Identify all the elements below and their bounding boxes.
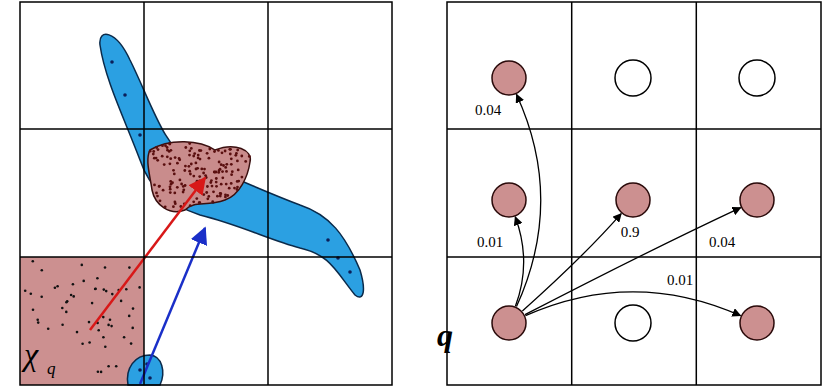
probability-label: 0.04 <box>473 102 503 118</box>
state-circle <box>739 305 775 341</box>
target-blob <box>148 142 250 212</box>
set-symbol: χ <box>24 338 38 370</box>
circle-shape <box>739 305 775 341</box>
state-circle <box>739 182 775 218</box>
state-circle <box>615 182 651 218</box>
probability-label: 0.04 <box>707 234 737 250</box>
right-grid <box>447 2 821 385</box>
state-circle <box>491 182 527 218</box>
circle-shape <box>739 182 775 218</box>
source-region <box>20 257 144 385</box>
red-arrow <box>90 178 205 330</box>
transition-arrow <box>525 208 741 315</box>
sample-dots <box>24 260 141 373</box>
empty-cells <box>615 60 775 341</box>
transition-arrow <box>522 214 621 311</box>
probability-label: 0.9 <box>619 224 642 240</box>
blob-dots <box>149 142 251 208</box>
node-label: q <box>437 319 453 351</box>
probability-label: 0.01 <box>475 234 505 250</box>
blue-arrow <box>140 228 205 384</box>
transition-arrow <box>515 217 523 306</box>
circle-shape <box>491 182 527 218</box>
set-subscript: q <box>47 360 56 377</box>
left-grid <box>20 2 392 385</box>
circle-shape <box>491 305 527 341</box>
probability-label: 0.01 <box>665 272 695 288</box>
circle-shape <box>491 60 527 96</box>
state-circle: q <box>491 305 527 341</box>
state-circle <box>491 60 527 96</box>
band-dots <box>110 60 352 274</box>
circle-shape <box>615 182 651 218</box>
transition-arrow <box>526 292 741 316</box>
